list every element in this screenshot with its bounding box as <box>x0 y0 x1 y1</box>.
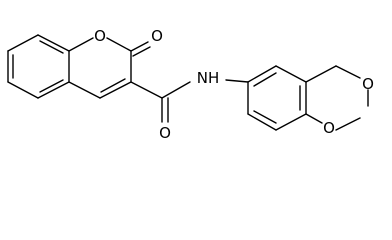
bond <box>106 37 132 52</box>
atom-label-dioxane-top-oxygen: O <box>362 75 374 93</box>
bond <box>68 81 101 99</box>
double-bond-inner <box>253 110 277 124</box>
bond <box>247 113 277 131</box>
bond <box>130 41 149 52</box>
amide-group <box>130 79 249 123</box>
atom-label-ring-oxygen: O <box>94 27 106 45</box>
dioxane-ring <box>305 65 369 131</box>
bond <box>335 65 361 79</box>
benzodioxine-benzene-ring <box>247 65 307 131</box>
bond <box>275 113 307 131</box>
atom-label-amide-oxygen: O <box>159 124 171 142</box>
bond <box>335 117 361 131</box>
bond <box>7 81 39 99</box>
bond <box>99 81 132 99</box>
lactone-carbonyl <box>130 41 151 57</box>
pyranone-ring <box>68 37 132 99</box>
atom-label-amide-nitrogen: NH <box>197 69 220 87</box>
double-bond-inner <box>39 40 64 54</box>
bond <box>68 37 94 52</box>
bond <box>161 81 191 99</box>
atom-label-carbonyl-oxygen: O <box>151 27 163 45</box>
coumarin-benzo-ring <box>7 34 70 99</box>
double-bond-inner <box>100 78 126 93</box>
bond <box>7 34 39 52</box>
atom-label-dioxane-bottom-oxygen: O <box>323 119 335 137</box>
bond <box>225 79 249 83</box>
bond <box>37 34 70 52</box>
bond <box>130 81 163 99</box>
bond <box>247 65 277 83</box>
double-bond-inner <box>253 72 277 87</box>
double-bond-inner <box>39 79 64 93</box>
bond <box>305 113 323 124</box>
bond <box>37 81 70 99</box>
bond <box>305 65 337 83</box>
bond <box>132 46 151 57</box>
molecule-diagram: O O O NH O O <box>7 27 374 142</box>
bond <box>275 65 307 83</box>
